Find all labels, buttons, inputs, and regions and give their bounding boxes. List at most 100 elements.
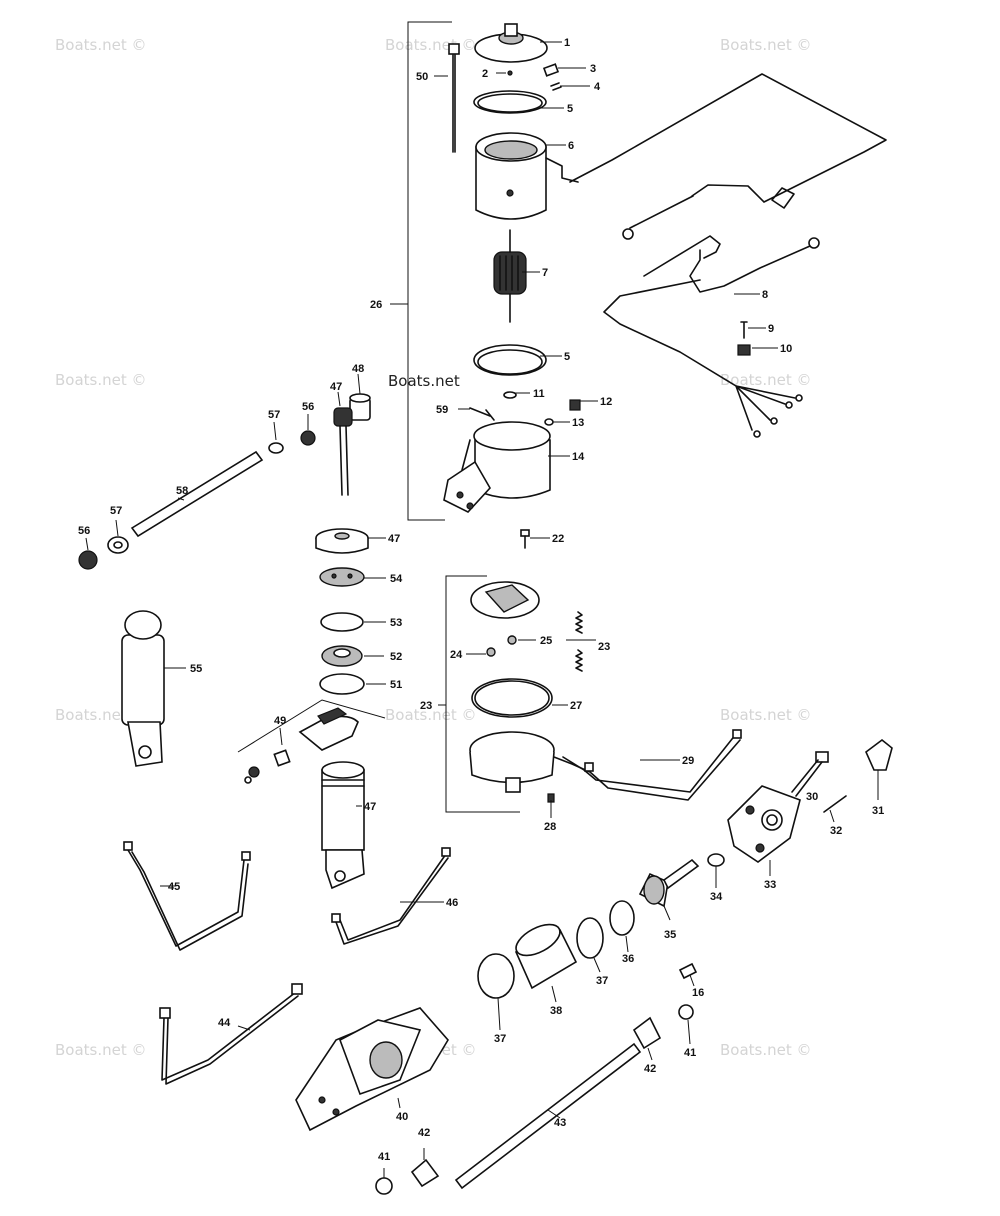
bolt-30 [791,751,829,797]
callout-56-lower: 56 [78,525,90,537]
bracket-49 [237,699,386,753]
callout-36: 36 [622,953,634,965]
leader-lines [85,41,879,1178]
small-screw-4 [550,82,562,91]
callout-47-cylinder: 47 [364,801,376,813]
nut-56-upper [300,430,316,446]
callout-44: 44 [218,1017,231,1029]
callout-5-top: 5 [567,103,573,115]
pump-body-14 [443,421,551,513]
o-ring-53 [320,612,364,632]
callout-42-upper: 42 [644,1063,656,1075]
bracket-26 [390,21,452,521]
o-ring-5-top [473,90,547,114]
bracket-23 [438,575,520,813]
callout-6: 6 [568,140,574,152]
callout-22: 22 [552,533,564,545]
bolt-22 [520,529,530,549]
callout-29: 29 [682,755,694,767]
callout-59: 59 [436,404,448,416]
callout-38: 38 [550,1005,562,1017]
callout-50: 50 [416,71,428,83]
callout-45: 45 [168,881,180,893]
callout-54: 54 [390,573,403,585]
callout-24: 24 [450,649,463,661]
callout-43: 43 [554,1117,566,1129]
callout-23-left: 23 [420,700,432,712]
o-ring-51 [319,673,365,695]
nut-41-lower [375,1177,393,1195]
callout-57-upper: 57 [268,409,280,421]
callout-25: 25 [540,635,552,647]
screw-9 [740,321,748,339]
bushing-48 [349,393,371,421]
callout-53: 53 [390,617,402,629]
washer-57-lower [107,536,129,554]
spring-23 [575,611,583,672]
tie-rod-43 [454,1042,642,1190]
callout-5-lower: 5 [564,351,570,363]
callout-47-rod: 47 [330,381,342,393]
screw-59 [469,407,495,421]
hydraulic-line-44 [159,983,303,1085]
sleeve-38 [514,923,578,990]
callout-58: 58 [176,485,188,497]
ball-24 [486,647,496,657]
fitting-12 [569,399,581,411]
callout-34: 34 [710,891,723,903]
callout-1: 1 [564,37,570,49]
o-ring-27 [471,678,553,718]
callout-48: 48 [352,363,364,375]
callout-49: 49 [274,715,286,727]
callout-9: 9 [768,323,774,335]
fitting-28 [547,793,555,803]
pivot-rod-58 [130,450,264,538]
bracket-piece-49 [244,749,291,784]
callout-31: 31 [872,805,884,817]
callout-2: 2 [482,68,488,80]
fitting-16 [678,962,698,980]
clamp-49 [298,707,359,751]
watermark: Boats.net © [720,706,812,724]
callout-37-upper: 37 [596,975,608,987]
callout-42-lower: 42 [418,1127,430,1139]
wire-harness-8 [603,235,820,438]
nut-42-upper [632,1016,662,1050]
o-ring-34 [707,853,725,867]
piston-52 [321,645,363,667]
clamp-10 [737,344,751,356]
callout-47-cap: 47 [388,533,400,545]
hydraulic-line-29 [553,729,742,801]
watermark: Boats.net © [55,36,147,54]
callout-35: 35 [664,929,676,941]
callout-11: 11 [533,388,545,400]
callout-16: 16 [692,987,704,999]
trim-rod-47 [333,407,353,496]
callout-55: 55 [190,663,202,675]
screw-32 [823,795,847,813]
o-ring-5-lower [473,344,547,376]
hydraulic-line-45 [123,841,251,951]
callout-52: 52 [390,651,402,663]
callout-10: 10 [780,343,792,355]
watermark: Boats.net © [720,371,812,389]
o-ring-37-upper [576,917,604,959]
brush-clip [542,63,560,77]
callout-labels: 1 2 3 4 5 6 7 8 9 10 5 11 12 13 14 16 22… [78,37,884,1163]
watermarks: Boats.net © Boats.net © Boats.net © Boat… [55,36,812,1059]
callout-23-right: 23 [598,641,610,653]
o-ring-37-lower [477,953,515,999]
cylinder-47 [321,761,365,890]
piston-54 [319,567,365,587]
washer-57-upper [268,442,284,454]
callout-27: 27 [570,700,582,712]
motor-housing [475,132,579,220]
o-ring-13 [544,418,554,426]
callout-57-lower: 57 [110,505,122,517]
callout-7: 7 [542,267,548,279]
callout-26: 26 [370,299,382,311]
watermark: Boats.net © [385,706,477,724]
armature [493,229,527,323]
motor-small-ball [507,70,513,76]
callout-32: 32 [830,825,842,837]
